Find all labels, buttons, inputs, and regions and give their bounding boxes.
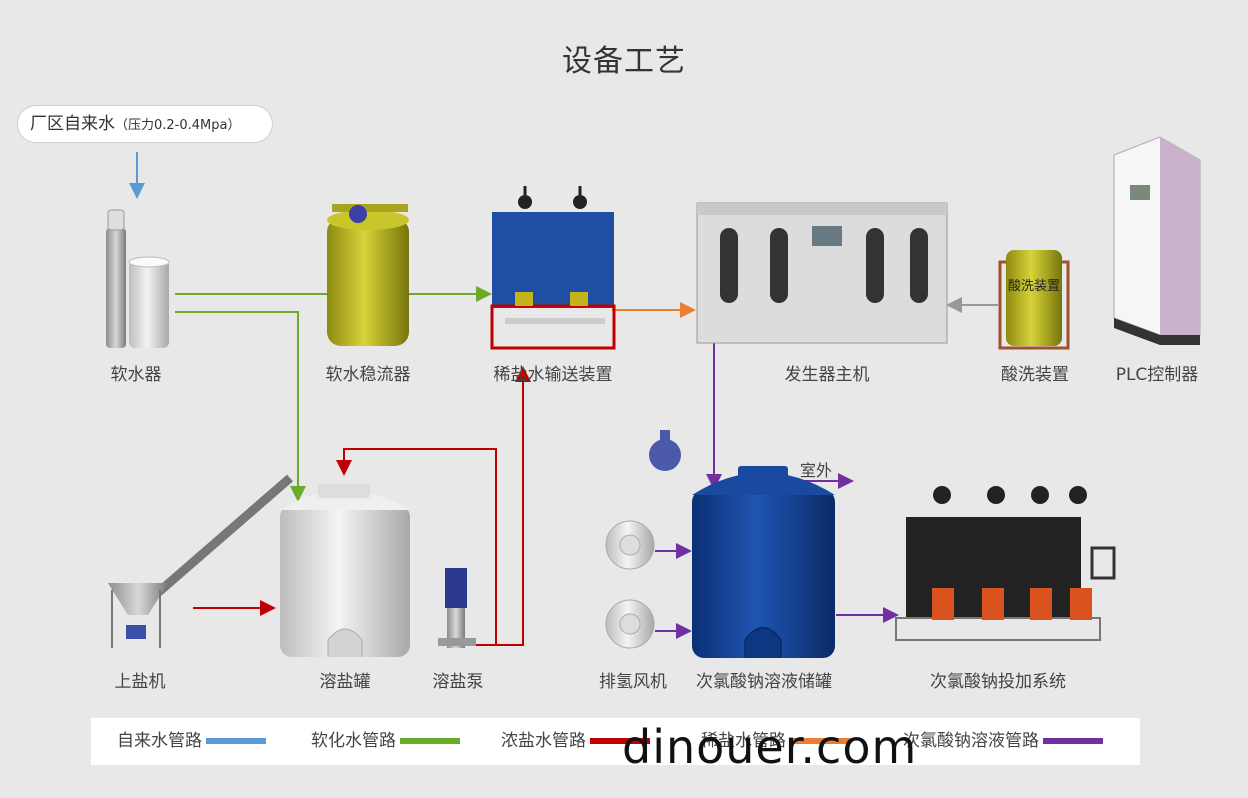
legend-swatch <box>790 738 850 744</box>
softener-unit <box>106 209 170 348</box>
legend-label: 次氯酸钠溶液管路 <box>903 731 1039 751</box>
legend-swatch <box>400 738 460 744</box>
source-label: 厂区自来水 <box>30 114 115 134</box>
label-salt-pump: 溶盐泵 <box>432 672 484 692</box>
acid-wash-tank: 酸洗装置 <box>998 250 1070 350</box>
exhaust-fans <box>605 520 655 649</box>
label-dilute-brine-unit: 稀盐水输送装置 <box>493 365 613 385</box>
legend-label: 自来水管路 <box>117 731 202 751</box>
legend-swatch <box>1043 738 1103 744</box>
label-exhaust-fan: 排氢风机 <box>599 672 667 692</box>
label-storage-tank: 次氯酸钠溶液储罐 <box>696 672 832 692</box>
page-title: 设备工艺 <box>562 44 686 79</box>
salt-pump <box>438 568 476 648</box>
salt-loader <box>108 474 293 648</box>
storage-tank <box>692 466 835 658</box>
label-salt-loader: 上盐机 <box>114 672 166 692</box>
label-salt-tank: 溶盐罐 <box>319 672 371 692</box>
legend-swatch <box>206 738 266 744</box>
legend-label: 稀盐水管路 <box>701 731 786 751</box>
generator-unit <box>696 202 948 344</box>
legend: 自来水管路 软化水管路 浓盐水管路 稀盐水管路 次氯酸钠溶液管路 <box>91 718 1140 765</box>
stabilizer-tank <box>327 204 409 346</box>
label-plc: PLC控制器 <box>1115 365 1199 385</box>
label-acid-wash: 酸洗装置 <box>1001 365 1069 385</box>
label-generator: 发生器主机 <box>784 365 870 385</box>
legend-label: 软化水管路 <box>311 731 396 751</box>
legend-item-hypochlorite: 次氯酸钠溶液管路 <box>903 718 1103 765</box>
dilute-brine-unit <box>490 186 616 350</box>
water-source-pill: 厂区自来水（压力0.2-0.4Mpa） <box>17 105 273 143</box>
watermark: dinouer.com <box>622 720 918 774</box>
pipe-concentrated-brine <box>193 366 531 646</box>
salt-tank <box>280 484 410 657</box>
legend-item-soft-water: 软化水管路 <box>311 718 460 765</box>
label-softener: 软水器 <box>110 365 162 385</box>
gas-detector <box>649 430 681 471</box>
source-pressure: （压力0.2-0.4Mpa） <box>115 118 241 133</box>
legend-item-concentrated-brine: 浓盐水管路 <box>501 718 650 765</box>
dosing-system <box>895 486 1116 641</box>
label-dosing-system: 次氯酸钠投加系统 <box>930 672 1066 692</box>
legend-swatch <box>590 738 650 744</box>
outdoor-label: 室外 <box>800 461 833 480</box>
legend-item-dilute-brine: 稀盐水管路 <box>701 718 850 765</box>
legend-item-tap-water: 自来水管路 <box>117 718 266 765</box>
plc-cabinet <box>1113 136 1201 345</box>
acid-wash-tank-text: 酸洗装置 <box>1008 279 1060 294</box>
label-stabilizer: 软水稳流器 <box>325 365 411 385</box>
legend-label: 浓盐水管路 <box>501 731 586 751</box>
